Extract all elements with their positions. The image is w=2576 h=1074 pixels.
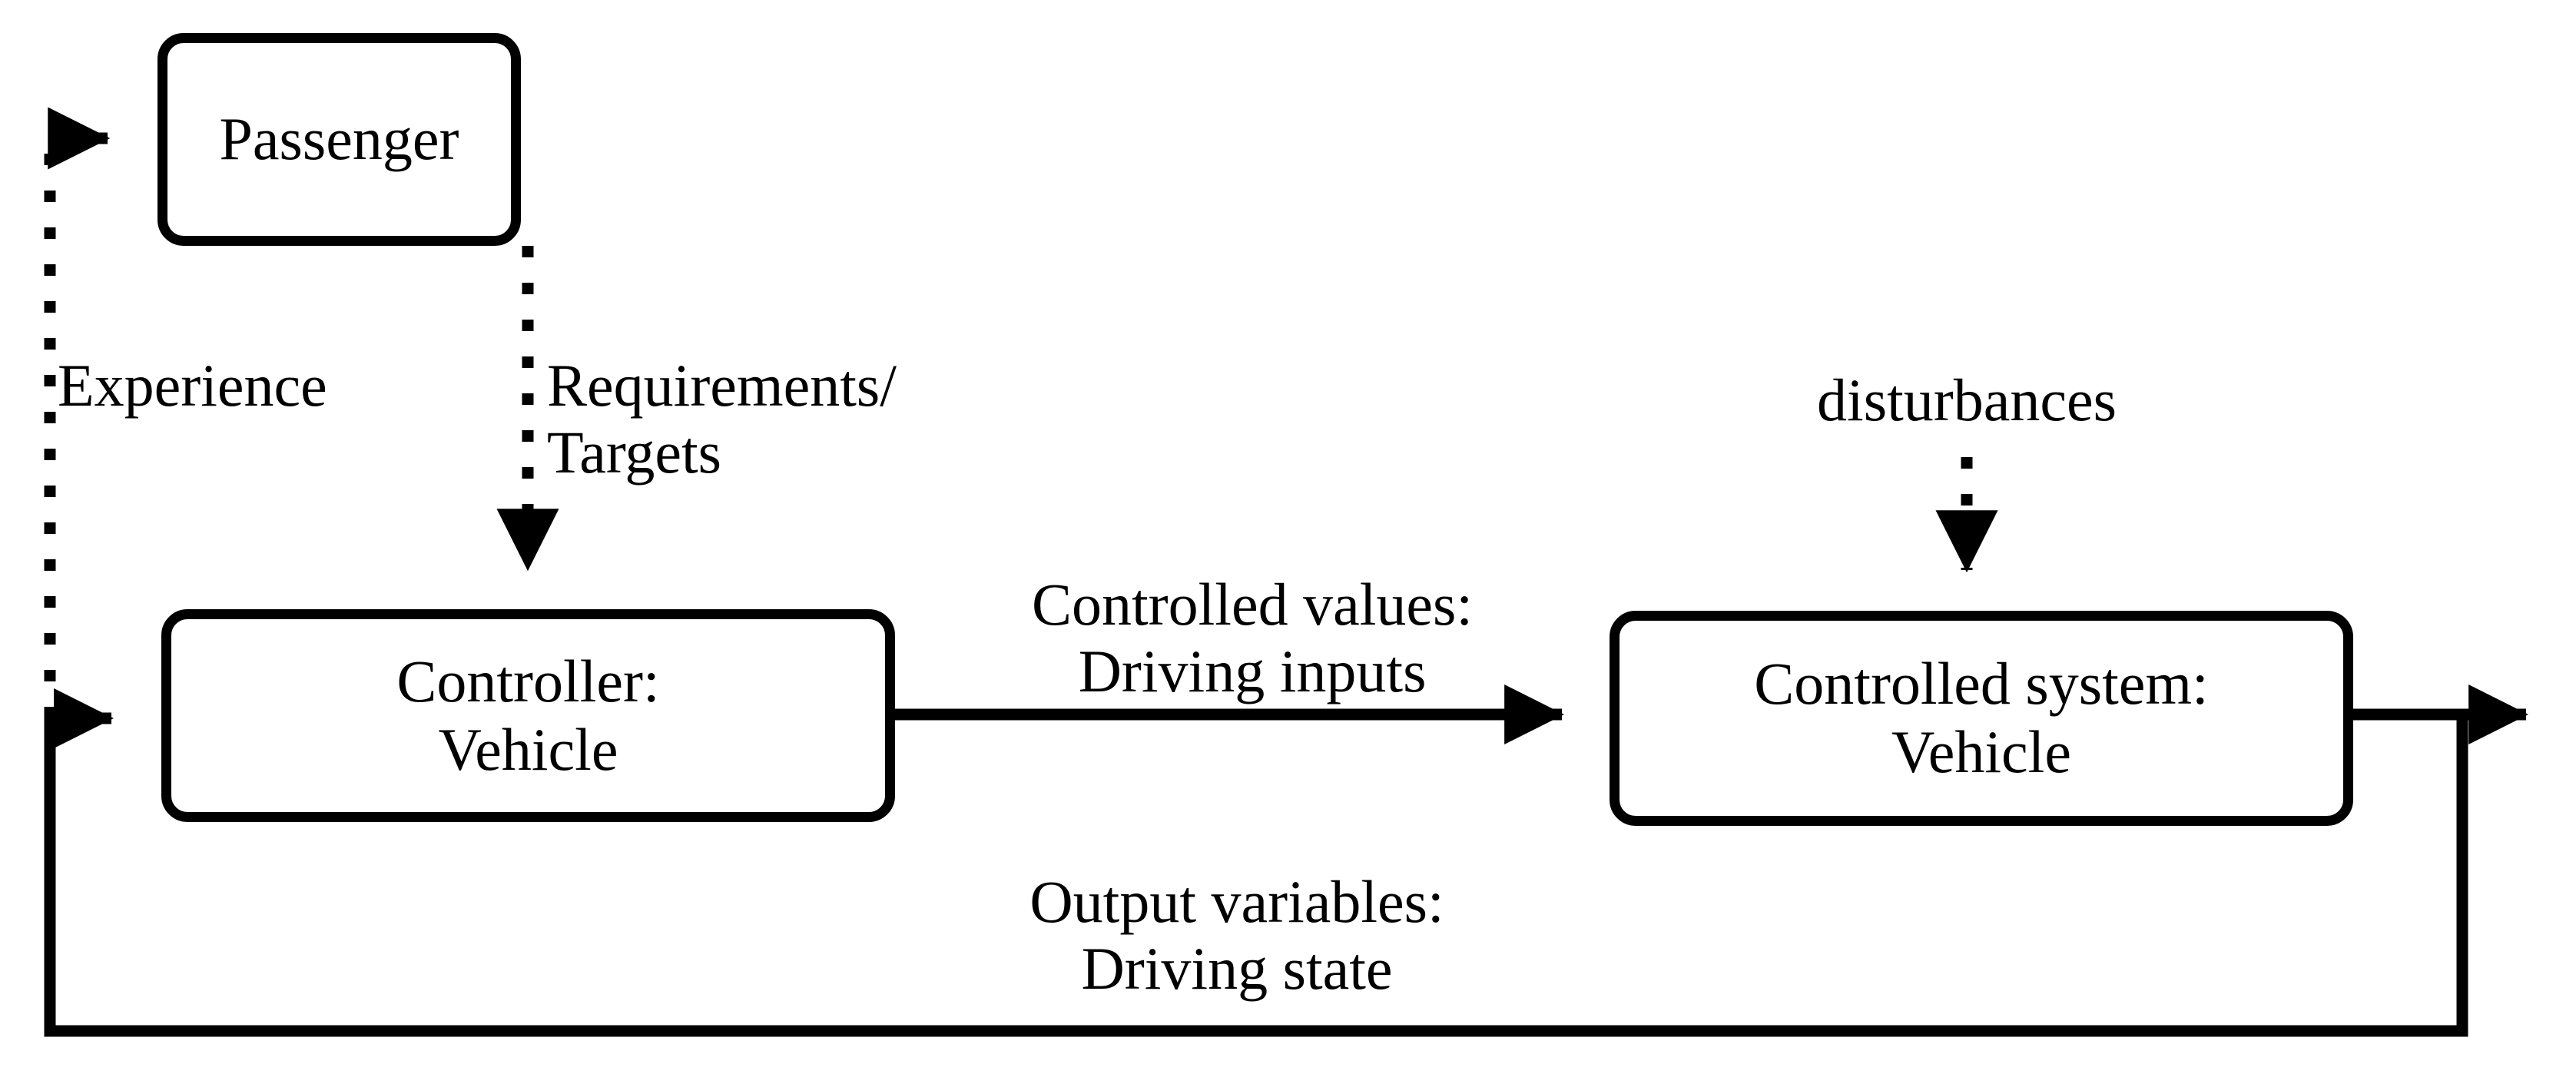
edge-label-output-variables-line-1: Driving state [1081, 935, 1393, 1003]
node-passenger[interactable]: Passenger [157, 33, 521, 246]
edge-label-output-variables: Output variables: Driving state [976, 868, 1498, 1003]
edge-output-variables-feedback [44, 688, 2468, 1037]
node-controlled-system-line-1: Vehicle [1891, 718, 2071, 785]
node-passenger-line-0: Passenger [219, 105, 459, 173]
edge-label-experience-line-0: Experience [58, 352, 327, 419]
node-controller-line-1: Vehicle [438, 715, 618, 783]
edge-label-requirements-targets: Requirements/ Targets [547, 352, 897, 486]
node-controlled-system-line-0: Controlled system: [1754, 650, 2209, 718]
edge-experience [44, 107, 111, 718]
edge-label-disturbances: disturbances [1736, 366, 2197, 433]
edge-label-controlled-values-line-0: Controlled values: [1031, 571, 1474, 638]
node-controlled-system[interactable]: Controlled system: Vehicle [1610, 611, 2353, 826]
edge-label-requirements-targets-line-0: Requirements/ [547, 352, 897, 419]
edge-label-controlled-values-line-1: Driving inputs [1078, 638, 1427, 705]
node-controller[interactable]: Controller: Vehicle [161, 609, 895, 822]
edge-label-output-variables-line-0: Output variables: [1029, 868, 1444, 935]
node-controller-line-0: Controller: [396, 647, 660, 714]
edge-label-controlled-values: Controlled values: Driving inputs [991, 571, 1513, 705]
edge-label-disturbances-line-0: disturbances [1817, 366, 2117, 433]
edge-label-experience: Experience [58, 352, 327, 419]
edge-label-requirements-targets-line-1: Targets [547, 419, 722, 486]
